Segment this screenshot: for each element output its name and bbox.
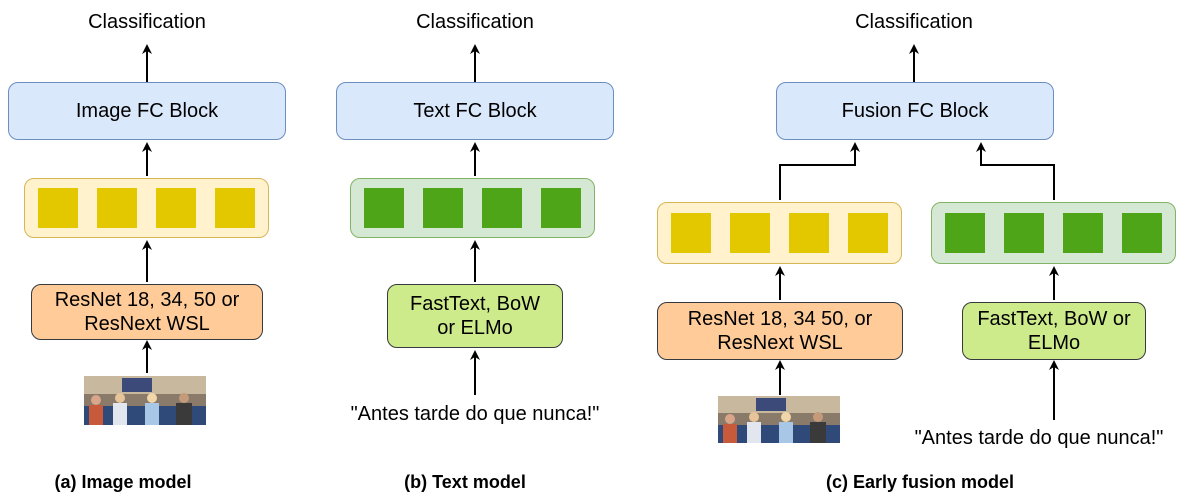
fusion-image-encoder-line-1: ResNet 18, 34 50, or xyxy=(687,308,873,330)
image-encoder-box: ResNet 18, 34, 50 or ResNext WSL xyxy=(31,284,263,340)
text-feature-cell xyxy=(423,188,463,228)
fusion-output-label: Classification xyxy=(855,11,973,33)
fusion-text-encoder-line-1: FastText, BoW or xyxy=(977,308,1131,330)
image-feature-cell xyxy=(671,213,711,253)
text-feature-cell xyxy=(1063,213,1103,253)
image-encoder-line-2: ResNext WSL xyxy=(84,313,210,335)
living-room-photo xyxy=(718,396,840,443)
text-encoder-line-1: FastText, BoW xyxy=(409,293,541,315)
text-encoder-box: FastText, BoW or ELMo xyxy=(387,284,563,348)
arrow-c-text-vector-to-fc xyxy=(976,142,1055,200)
image-feature-cell xyxy=(38,188,78,228)
image-fc-block: Image FC Block xyxy=(8,82,286,140)
image-feature-cell xyxy=(848,213,888,253)
fusion-input-photo-thumbnail xyxy=(718,396,840,443)
input-photo-thumbnail xyxy=(84,376,206,425)
text-input-sentence: "Antes tarde do que nunca!" xyxy=(350,403,600,425)
text-output-label: Classification xyxy=(416,11,534,33)
image-feature-cell xyxy=(97,188,137,228)
fusion-text-encoder-line-2: ELMo xyxy=(1027,332,1081,354)
fusion-image-encoder-line-2: ResNext WSL xyxy=(717,332,843,354)
text-model-caption: (b) Text model xyxy=(404,472,526,492)
text-feature-vector xyxy=(350,178,595,238)
fusion-fc-block-label: Fusion FC Block xyxy=(841,100,989,122)
text-feature-cell xyxy=(1004,213,1044,253)
text-encoder-line-2: or ELMo xyxy=(437,317,513,339)
text-feature-cell xyxy=(364,188,404,228)
text-feature-cell xyxy=(945,213,985,253)
image-feature-cell xyxy=(789,213,829,253)
fusion-text-encoder-box: FastText, BoW or ELMo xyxy=(962,302,1146,360)
fusion-fc-block: Fusion FC Block xyxy=(776,82,1054,140)
image-feature-cell xyxy=(730,213,770,253)
arrow-c-image-vector-to-fc xyxy=(779,142,860,200)
fusion-text-input-sentence: "Antes tarde do que nunca!" xyxy=(914,427,1164,449)
fusion-image-feature-vector xyxy=(657,202,902,264)
text-fc-block: Text FC Block xyxy=(336,82,614,140)
image-encoder-line-1: ResNet 18, 34, 50 or xyxy=(54,289,240,311)
image-output-label: Classification xyxy=(88,11,206,33)
fusion-model-caption: (c) Early fusion model xyxy=(825,472,1015,492)
fusion-text-feature-vector xyxy=(931,202,1176,264)
fusion-image-encoder-box: ResNet 18, 34 50, or ResNext WSL xyxy=(657,302,903,360)
image-feature-cell xyxy=(156,188,196,228)
text-fc-block-label: Text FC Block xyxy=(413,100,537,122)
image-fc-block-label: Image FC Block xyxy=(75,100,219,122)
image-model-caption: (a) Image model xyxy=(54,472,192,492)
image-feature-vector xyxy=(24,178,269,238)
image-feature-cell xyxy=(215,188,255,228)
text-feature-cell xyxy=(1122,213,1162,253)
living-room-photo xyxy=(84,376,206,425)
text-feature-cell xyxy=(482,188,522,228)
text-feature-cell xyxy=(541,188,581,228)
